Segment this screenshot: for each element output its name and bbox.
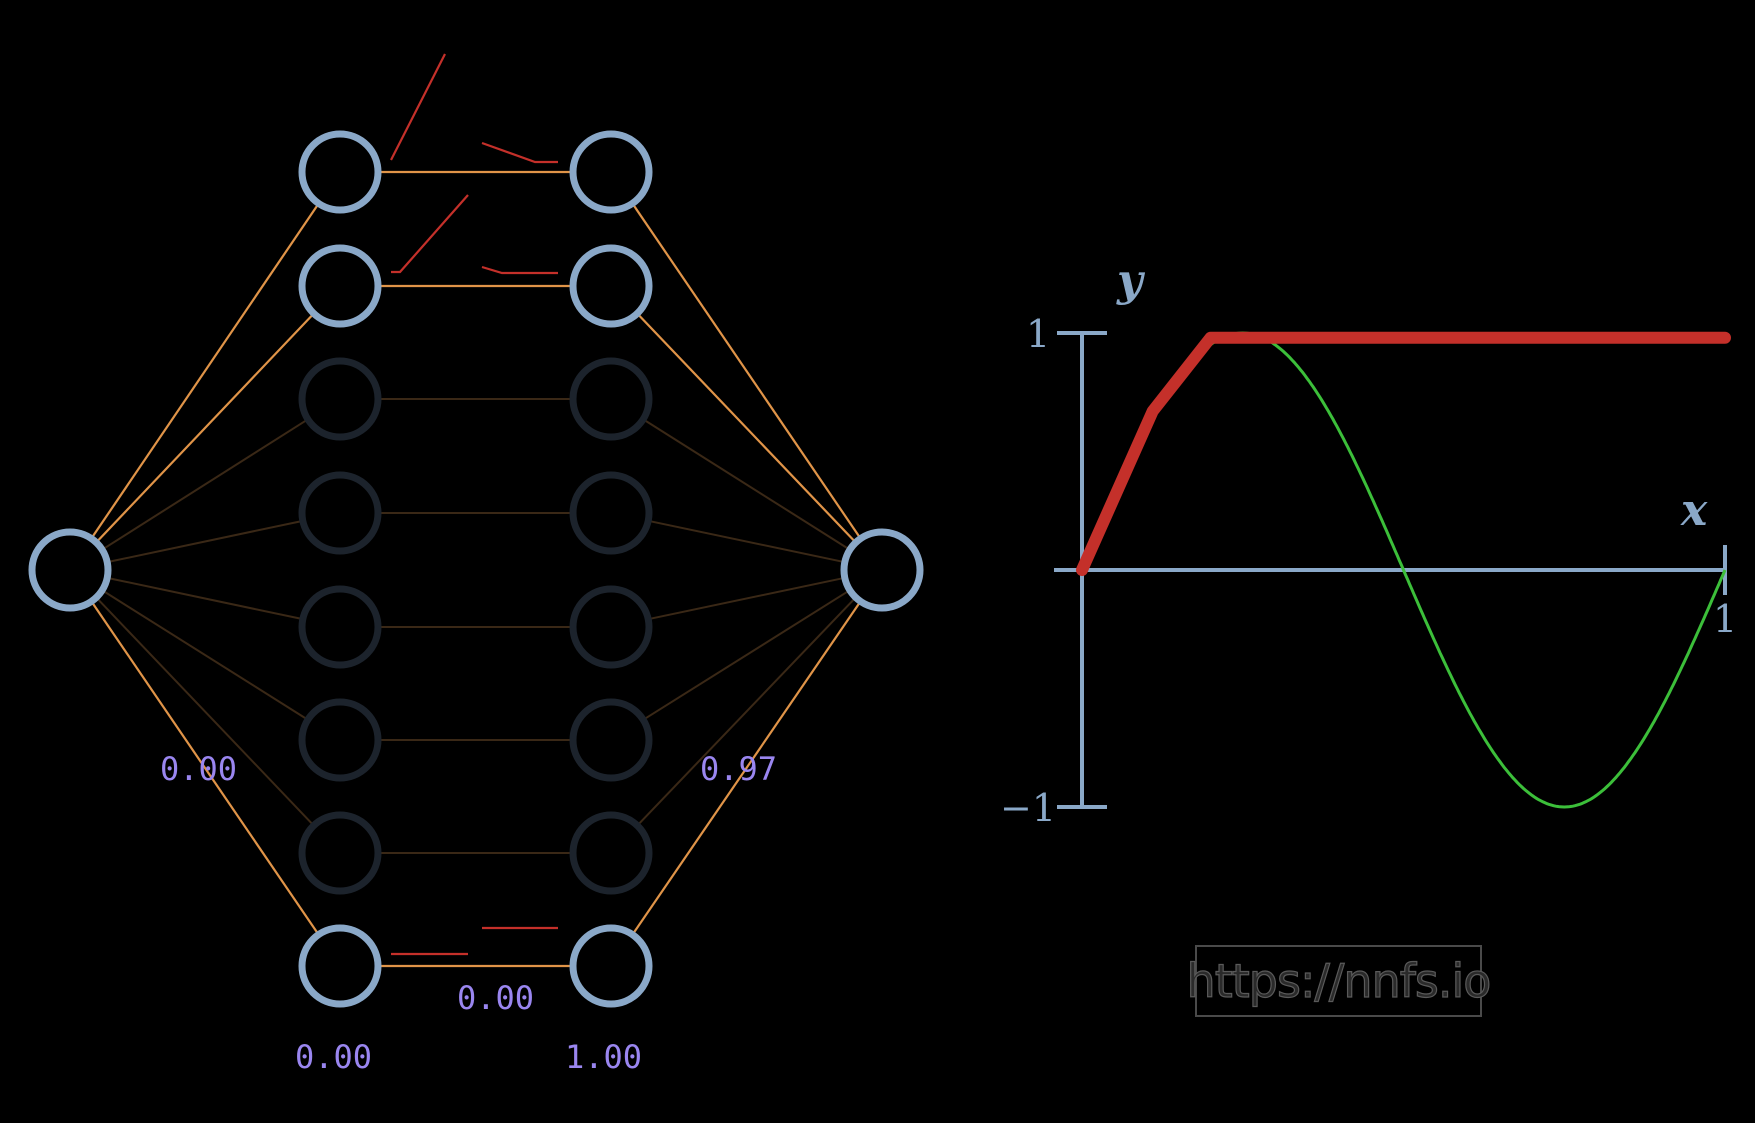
activation-marker-1 <box>481 141 558 164</box>
hidden2-neuron-3 <box>569 471 653 555</box>
y-tick-label-bottom: −1 <box>1000 786 1056 830</box>
hidden1-neuron-7 <box>298 924 382 1008</box>
hidden2-neuron-0 <box>569 130 653 214</box>
connection-h2-output-6 <box>636 596 857 827</box>
connection-h2-output-0 <box>631 202 862 540</box>
hidden1-neuron-2 <box>298 357 382 441</box>
connection-h2-output-4 <box>647 576 846 621</box>
activation-marker-3 <box>481 265 558 275</box>
x-tick-label-right: 1 <box>1713 597 1737 641</box>
hidden2-neuron-4 <box>569 585 653 669</box>
activation-marker-2 <box>391 194 469 274</box>
input-weight-label: 0.00 <box>160 750 237 788</box>
x-axis <box>1054 545 1727 595</box>
network-neurons <box>28 130 924 1008</box>
connection-input-h1-2 <box>101 418 309 551</box>
hidden1-neuron-6 <box>298 811 382 895</box>
x-axis-label: x <box>1680 485 1708 536</box>
connection-h2-output-7 <box>631 600 862 936</box>
y-axis-label: y <box>1116 255 1146 306</box>
input-neuron <box>28 528 112 612</box>
connection-input-h1-6 <box>95 596 315 827</box>
connection-input-h1-7 <box>90 600 320 936</box>
connection-input-h1-1 <box>95 312 315 544</box>
connection-input-h1-0 <box>90 202 320 540</box>
hidden1-neuron-0 <box>298 130 382 214</box>
hidden2-neuron-7 <box>569 924 653 1008</box>
output-neuron <box>840 528 924 612</box>
hidden1-bias-label: 0.00 <box>295 1038 372 1076</box>
connection-h2-output-5 <box>642 589 851 721</box>
hidden1-neuron-1 <box>298 244 382 328</box>
y-tick-label-top: 1 <box>1026 312 1050 356</box>
connection-h2-output-1 <box>636 312 857 544</box>
connection-input-h1-5 <box>101 589 309 721</box>
hidden2-bias-label: 1.00 <box>565 1038 642 1076</box>
between-weight-label: 0.00 <box>457 979 534 1017</box>
hidden1-neuron-4 <box>298 585 382 669</box>
hidden1-neuron-3 <box>298 471 382 555</box>
watermark: https://nnfs.io <box>1186 945 1492 1017</box>
output-weight-label: 0.97 <box>700 750 777 788</box>
connection-input-h1-3 <box>106 519 304 564</box>
connection-h2-output-3 <box>647 519 846 564</box>
activation-markers <box>390 53 558 956</box>
connection-input-h1-4 <box>106 576 304 621</box>
activation-marker-0 <box>390 53 446 161</box>
hidden2-neuron-1 <box>569 244 653 328</box>
hidden2-neuron-5 <box>569 698 653 782</box>
hidden1-neuron-5 <box>298 698 382 782</box>
network-connections <box>90 170 862 968</box>
hidden2-neuron-2 <box>569 357 653 441</box>
hidden2-neuron-6 <box>569 811 653 895</box>
function-chart: 1 −1 1 y x <box>1000 255 1737 830</box>
approximation-line <box>1076 331 1731 576</box>
connection-h2-output-2 <box>642 418 851 551</box>
